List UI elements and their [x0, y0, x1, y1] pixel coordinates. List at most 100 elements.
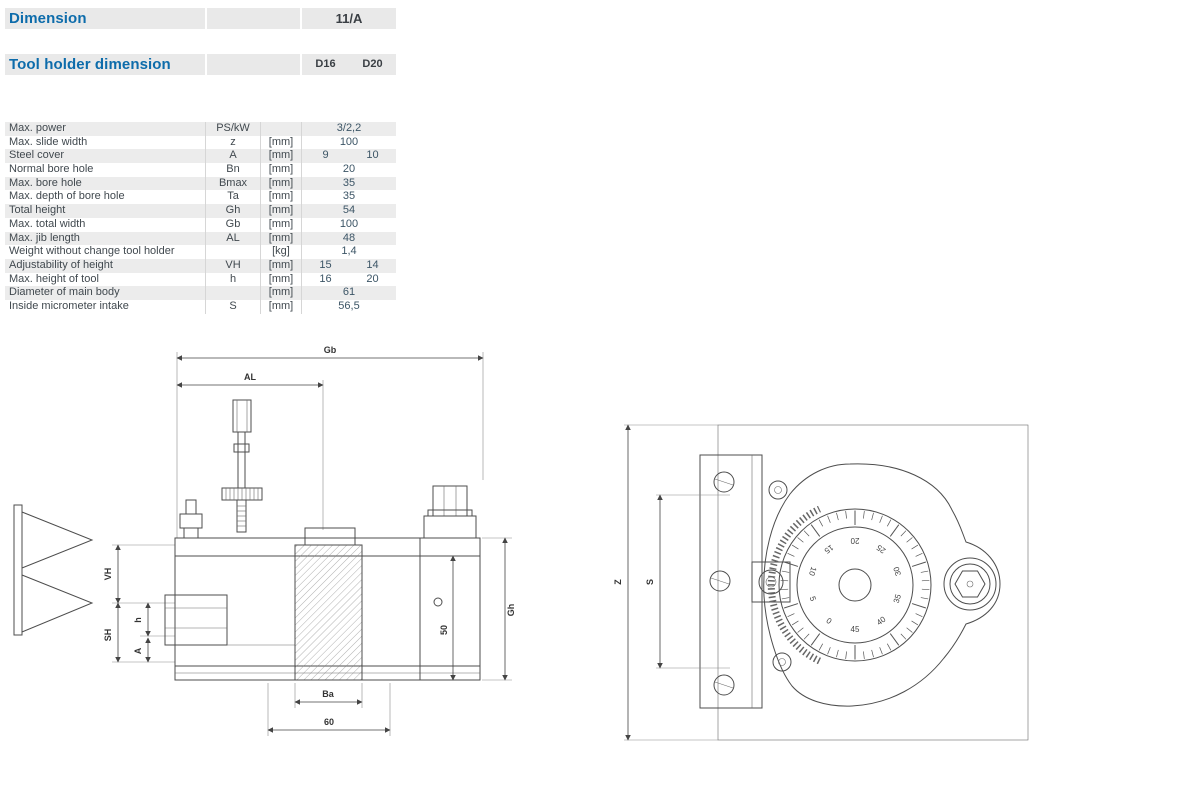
spec-values: 56,5	[301, 299, 396, 314]
spec-value-d20: 20	[366, 272, 379, 285]
dial-number: 10	[807, 566, 818, 578]
spec-values: 54	[301, 204, 396, 218]
spec-values: 1,4	[301, 245, 396, 259]
spec-values: 9 10	[301, 149, 396, 164]
tool-holder-clamp	[423, 485, 477, 539]
spec-unit: [mm]	[260, 176, 301, 191]
knurl-texture	[225, 488, 259, 500]
thread-texture	[237, 505, 246, 527]
spec-values: 20	[301, 163, 396, 177]
dial-number: 0	[824, 616, 833, 626]
spec-value-d16: 9	[322, 149, 329, 162]
spec-row: Steel cover A[mm] 9 10	[5, 149, 396, 164]
spec-values: 48	[301, 231, 396, 246]
spec-label: Max. total width	[9, 217, 86, 230]
workpiece-center	[13, 504, 94, 636]
spec-value-d20: 14	[366, 258, 379, 271]
spec-values: 100	[301, 135, 396, 150]
spec-value-d16: 16	[319, 272, 332, 285]
spec-symbol: h	[205, 272, 260, 287]
spec-value: 20	[342, 163, 356, 176]
spec-label: Inside micrometer intake	[9, 299, 129, 312]
side-view-drawing: Gb AL VH SH h A Gh 50 Ba 60	[13, 345, 516, 736]
spec-symbol: Bn	[205, 163, 260, 177]
spec-unit: [mm]	[260, 190, 301, 205]
spec-unit: [mm]	[260, 149, 301, 164]
spec-value: 3/2,2	[336, 122, 362, 134]
spec-label: Weight without change tool holder	[9, 245, 175, 258]
tool-post-body	[164, 527, 481, 681]
side-dimensions: Gb AL VH SH h A Gh 50 Ba 60	[103, 345, 516, 733]
dial-number: 15	[822, 543, 835, 556]
spec-unit: [mm]	[260, 163, 301, 177]
column-header-d16: D16	[315, 58, 336, 70]
dim-label-sh: SH	[103, 629, 113, 642]
spec-unit: [mm]	[260, 258, 301, 273]
spec-symbol: Ta	[205, 190, 260, 205]
section-hatch	[294, 544, 363, 681]
spec-label: Normal bore hole	[9, 163, 94, 176]
back-plate	[717, 424, 1029, 741]
tool-holder-empty-cell	[207, 54, 300, 75]
hex-bolt	[943, 557, 997, 611]
spec-symbol: Bmax	[205, 176, 260, 191]
spec-label: Steel cover	[9, 149, 65, 162]
dial-number: 5	[808, 595, 818, 603]
spec-unit: [mm]	[260, 272, 301, 287]
spec-symbol: A	[205, 149, 260, 164]
spec-row: Weight without change tool holder[kg]1,4	[5, 245, 396, 259]
dial-ticks	[780, 510, 930, 660]
spec-label: Diameter of main body	[9, 286, 120, 299]
front-body	[763, 463, 1001, 707]
spec-symbol	[205, 245, 260, 259]
column-header-d20: D20	[362, 58, 383, 70]
spec-value-d20: 10	[366, 149, 379, 162]
spec-unit: [mm]	[260, 231, 301, 246]
dimension-empty-cell	[207, 8, 300, 29]
knurl-arc	[767, 505, 821, 665]
spec-symbol: Gh	[205, 204, 260, 218]
dim-label-gb: Gb	[324, 345, 337, 355]
dial-number: 35	[892, 593, 903, 605]
spec-value: 56,5	[338, 299, 360, 312]
front-dimensions: Z S	[613, 424, 730, 741]
spec-row: Diameter of main body[mm]61	[5, 286, 396, 300]
screw-top	[713, 471, 735, 493]
spec-label: Max. jib length	[9, 231, 80, 244]
dimension-label: Dimension	[9, 10, 87, 27]
mounting-plate	[699, 454, 791, 709]
spec-label: Max. power	[9, 122, 66, 134]
spec-label: Total height	[9, 204, 66, 217]
adjustment-screw	[221, 399, 263, 533]
tool-holder-header-row: Tool holder dimension D16 D20	[5, 54, 396, 75]
dim-label-z: Z	[613, 579, 623, 585]
dim-label-gh: Gh	[506, 604, 516, 617]
spec-value: 61	[342, 286, 356, 299]
dim-label-al: AL	[244, 372, 256, 382]
spec-value: 54	[342, 204, 356, 217]
spec-label: Max. slide width	[9, 135, 88, 148]
dim-label-h: h	[133, 617, 143, 623]
tool-holder-label: Tool holder dimension	[9, 56, 171, 73]
spec-values: 3/2,2	[301, 122, 396, 136]
spec-unit: [mm]	[260, 217, 301, 232]
dial-number: 20	[850, 536, 859, 545]
spec-symbol: S	[205, 299, 260, 314]
spec-value: 48	[342, 231, 356, 244]
spec-unit: [mm]	[260, 135, 301, 150]
tool-holder-label-cell: Tool holder dimension	[5, 54, 205, 75]
